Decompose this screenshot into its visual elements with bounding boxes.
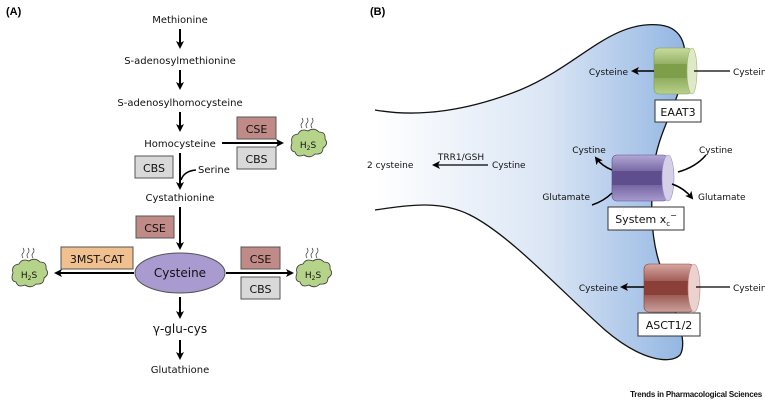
arrow-serine bbox=[180, 169, 197, 181]
enzyme-cbs-box bbox=[236, 146, 277, 170]
asct-label-box bbox=[637, 312, 701, 337]
asct-transporter bbox=[643, 263, 701, 313]
svg-text:H2S: H2S bbox=[305, 271, 322, 282]
enzyme-3mst-cat-label: 3MST-CAT bbox=[70, 253, 125, 266]
cell-body bbox=[375, 24, 686, 360]
eaat3-label-box bbox=[654, 99, 702, 123]
h2s-cloud-top: H2S bbox=[290, 117, 327, 158]
enzyme-3mst-cat-box bbox=[60, 246, 134, 270]
enzyme-cbs-box-2 bbox=[134, 155, 174, 179]
h2s-cloud-left: H2S bbox=[11, 247, 48, 288]
reduction-enzyme: TRR1/GSH bbox=[437, 153, 484, 163]
enzyme-cbs-label-3: CBS bbox=[249, 283, 271, 296]
enzyme-cse-label-2: CSE bbox=[144, 222, 166, 235]
metabolite-gamma-glu-cys: γ-glu-cys bbox=[153, 322, 207, 336]
reduction-substrate: Cystine bbox=[492, 161, 526, 171]
enzyme-cbs-box-3 bbox=[240, 276, 281, 300]
xc-cystine-out-arrow bbox=[594, 156, 613, 171]
xc-glu-in-line bbox=[591, 192, 613, 206]
panel-b-label: (B) bbox=[370, 6, 386, 18]
xc-cystine-substrate: Cystine bbox=[699, 146, 733, 156]
metabolite-sah: S-adenosylhomocysteine bbox=[117, 98, 242, 109]
reduction-product: 2 cysteine bbox=[367, 161, 414, 171]
metabolite-cystathionine: Cystathionine bbox=[146, 193, 215, 204]
xc-glu-out-arrow bbox=[671, 183, 694, 200]
eaat3-substrate: Cysteine bbox=[733, 68, 765, 78]
xc-cystine-in-line bbox=[677, 154, 707, 173]
panel-a-label: (A) bbox=[6, 6, 22, 18]
metabolite-methionine: Methionine bbox=[152, 15, 208, 26]
cysteine-ellipse bbox=[134, 252, 226, 294]
xc-glutamate-in: Glutamate bbox=[542, 193, 590, 203]
metabolite-homocysteine: Homocysteine bbox=[144, 139, 215, 150]
metabolite-sam: S-adenosylmethionine bbox=[124, 56, 236, 67]
eaat3-label: EAAT3 bbox=[660, 106, 695, 119]
enzyme-cse-box-2 bbox=[135, 215, 175, 239]
enzyme-cbs-label-2: CBS bbox=[143, 162, 165, 175]
enzyme-cse-box bbox=[236, 116, 277, 140]
enzyme-cbs-label: CBS bbox=[245, 153, 267, 166]
metabolite-serine: Serine bbox=[198, 165, 230, 176]
asct-product: Cysteine bbox=[579, 284, 619, 294]
enzyme-cse-label-3: CSE bbox=[250, 253, 272, 266]
xc-label-box bbox=[607, 206, 685, 231]
asct-substrate: Cysteine bbox=[733, 284, 765, 294]
metabolite-cysteine: Cysteine bbox=[154, 266, 206, 280]
eaat3-product: Cysteine bbox=[589, 68, 629, 78]
enzyme-cse-label: CSE bbox=[246, 123, 268, 136]
system-xc-transporter bbox=[611, 154, 675, 202]
xc-glutamate-out: Glutamate bbox=[698, 193, 746, 203]
h2s-cloud-right: H2S bbox=[295, 247, 332, 288]
svg-text:H2S: H2S bbox=[21, 271, 38, 282]
xc-label: System xc− bbox=[615, 211, 677, 228]
eaat3-transporter bbox=[653, 47, 698, 95]
svg-text:H2S: H2S bbox=[300, 141, 317, 152]
metabolite-glutathione: Glutathione bbox=[151, 365, 210, 376]
asct-label: ASCT1/2 bbox=[646, 319, 693, 332]
enzyme-cse-box-3 bbox=[240, 246, 281, 270]
journal-credit: Trends in Pharmacological Sciences bbox=[630, 390, 763, 399]
xc-cystine-product: Cystine bbox=[572, 146, 606, 156]
